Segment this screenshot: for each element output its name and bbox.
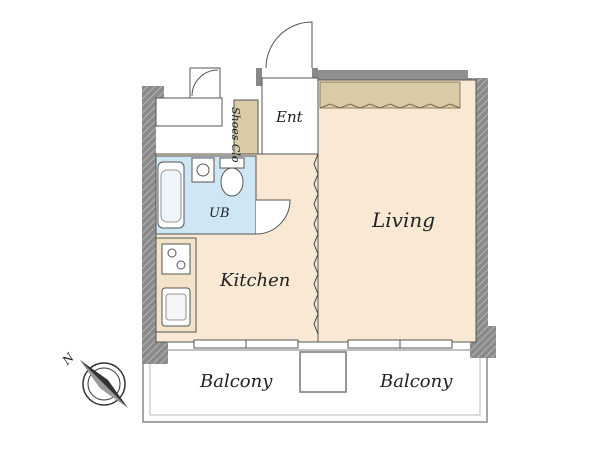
- sink-basin: [165, 293, 187, 321]
- entrance-floor: [261, 77, 319, 155]
- toilet-bowl: [220, 167, 244, 197]
- entrance-door-swing: [265, 21, 313, 69]
- shoes-closet-label: Shoes Clo: [229, 107, 242, 163]
- living-floor: [317, 79, 477, 343]
- kitchen-label: Kitchen: [220, 270, 291, 291]
- partition-zigzag: [313, 153, 319, 335]
- utility-door-swing: [191, 69, 219, 97]
- wall-left: [142, 86, 156, 364]
- bathtub-inner: [160, 169, 182, 223]
- stove: [161, 243, 191, 275]
- wall-top-mid: [256, 68, 262, 86]
- utility-door-frame: [189, 67, 221, 99]
- washbasin-bowl: [196, 163, 210, 177]
- wall-right: [476, 78, 488, 354]
- unit-bath-label: UB: [209, 206, 230, 221]
- entrance-label: Ent: [276, 108, 303, 126]
- living-label: Living: [372, 208, 436, 232]
- balcony-left-label: Balcony: [200, 371, 273, 392]
- compass-needle-light: [80, 360, 128, 408]
- wall-top-band: [318, 70, 468, 80]
- utility-box: [155, 97, 223, 127]
- closet-door-zigzag: [319, 103, 461, 109]
- balcony-right-label: Balcony: [380, 371, 453, 392]
- balcony-divider-panel: [299, 351, 347, 393]
- compass: [80, 360, 128, 408]
- balcony-inner-line: [149, 349, 481, 416]
- stove-burner-2: [176, 260, 186, 270]
- compass-ring-inner: [87, 367, 121, 401]
- wall-top-entry: [312, 68, 318, 86]
- bath-door-swing: [255, 199, 291, 235]
- shoes-closet: [233, 99, 259, 155]
- stove-burner-1: [167, 248, 177, 258]
